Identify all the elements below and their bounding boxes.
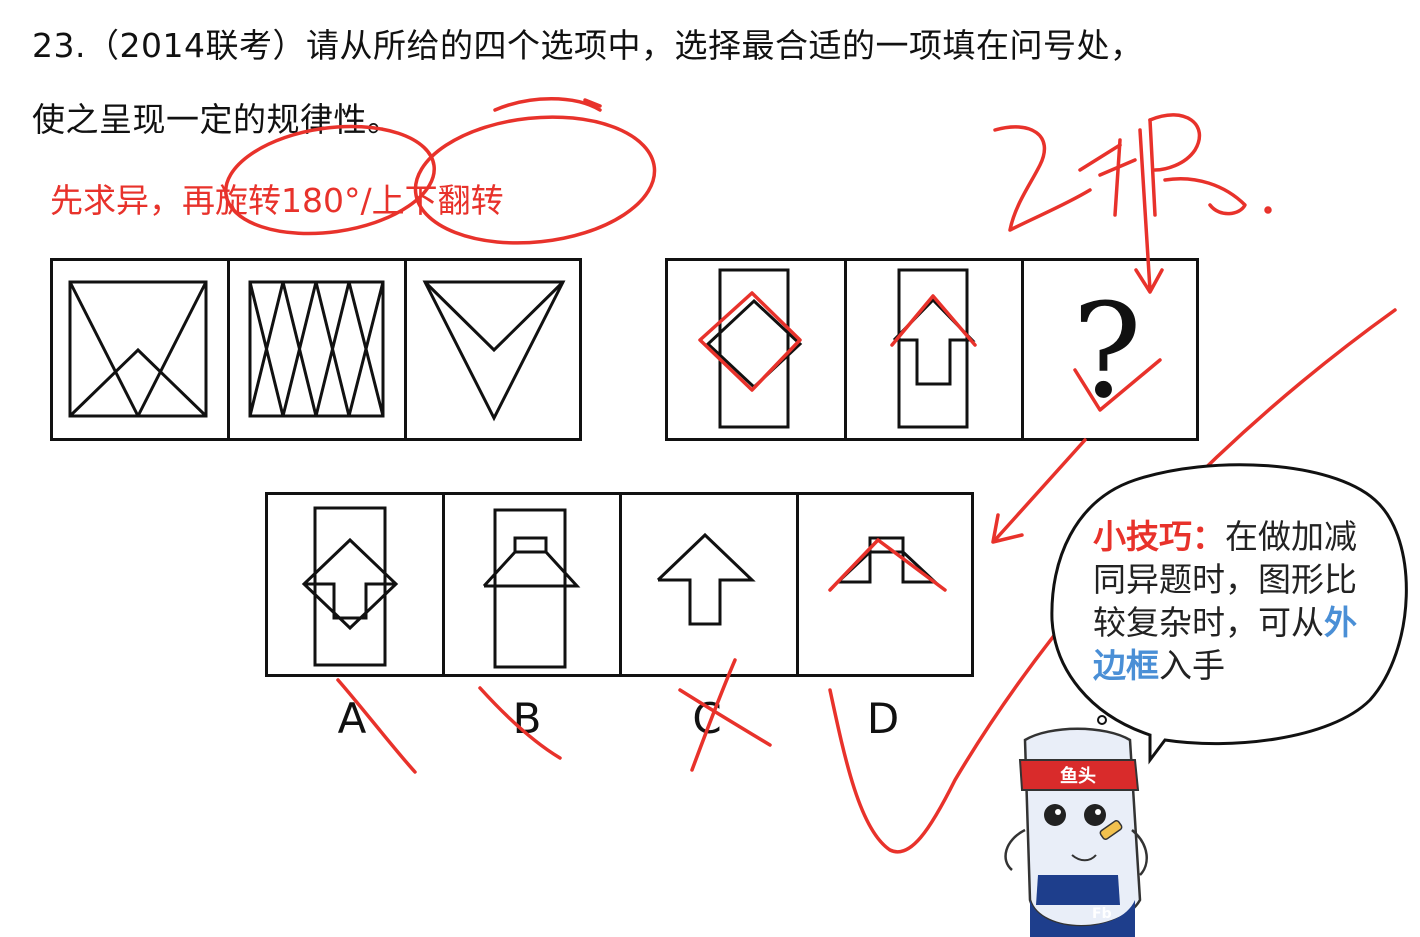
question-mark: ?: [1072, 275, 1142, 427]
tip-body: 在做加减同异题时，图形比较复杂时，可从: [1093, 517, 1357, 642]
question-line-2: 使之呈现一定的规律性。: [32, 100, 401, 139]
option-a-label[interactable]: A: [337, 694, 367, 743]
option-d-figure[interactable]: [796, 492, 974, 677]
mascot-illustration: [1004, 727, 1148, 937]
figure-1-3: [404, 258, 582, 441]
figure-2-3: [1021, 258, 1199, 441]
question-line-1: 23.（2014联考）请从所给的四个选项中，选择最合适的一项填在问号处，: [32, 26, 1144, 65]
tip-highlight: 外边框: [1093, 603, 1357, 685]
tip-title: 小技巧：: [1093, 517, 1225, 556]
tip-body-end: 入手: [1159, 646, 1225, 685]
mascot-headband-text: 鱼头: [1060, 765, 1096, 787]
annotation-scribble-label: 2根: [1000, 120, 1002, 121]
mascot-badge-text: Fb: [1092, 906, 1112, 922]
tip-bubble: 小技巧：在做加减同异题时，图形比较复杂时，可从外边框入手: [1093, 515, 1363, 687]
option-d-label[interactable]: D: [866, 694, 900, 743]
